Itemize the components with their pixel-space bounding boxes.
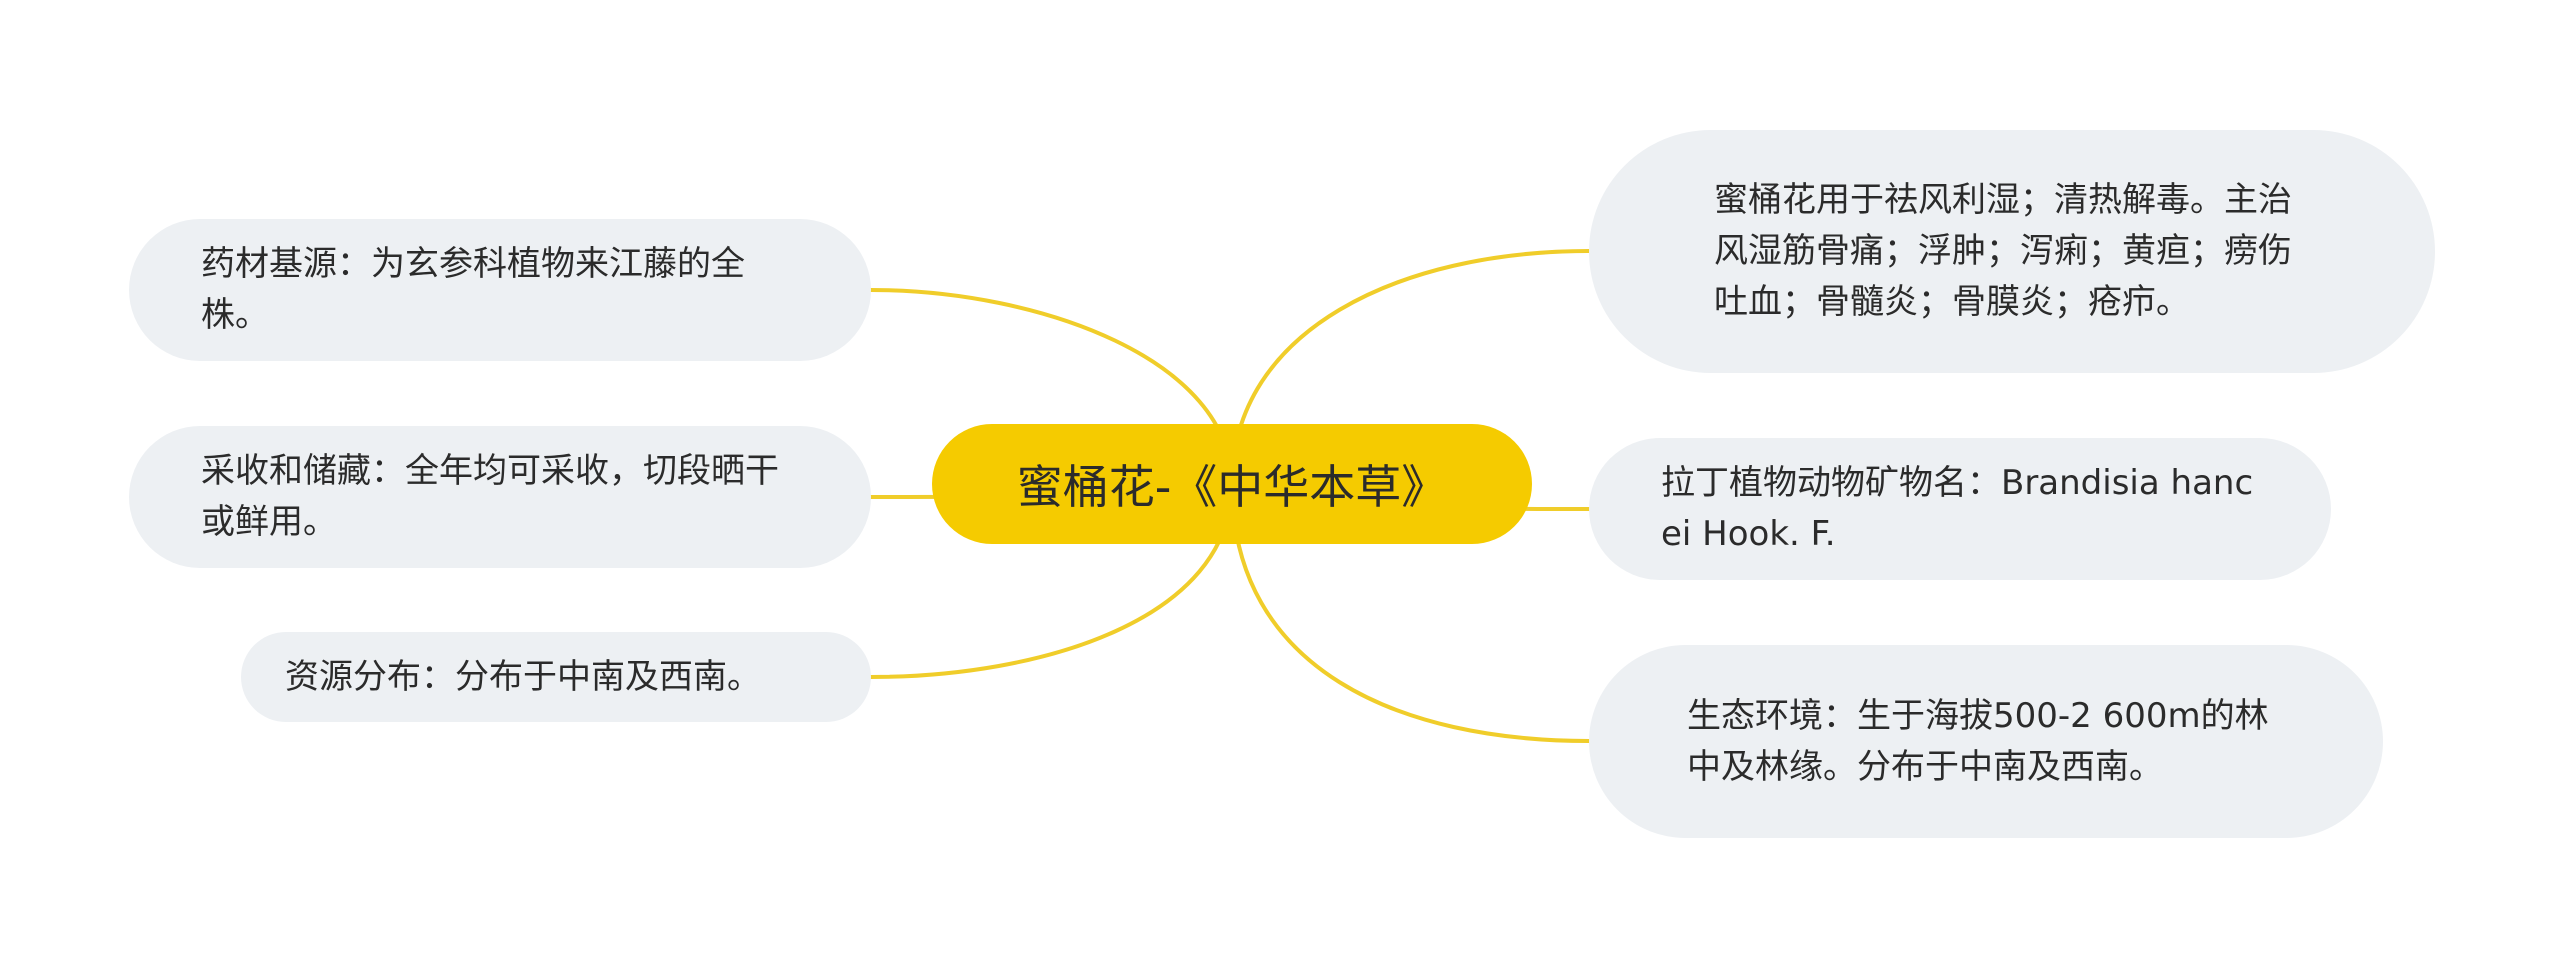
topic-label: 拉丁植物动物矿物名：Brandisia hancei Hook. F. — [1661, 463, 2254, 554]
topic-uses-indications[interactable]: 蜜桶花用于祛风利湿；清热解毒。主治风湿筋骨痛；浮肿；泻痢；黄疸；痨伤吐血；骨髓炎… — [1589, 130, 2435, 373]
topic-label: 生态环境：生于海拔500-2 600m的林中及林缘。分布于中南及西南。 — [1687, 695, 2269, 787]
topic-resource-distribution[interactable]: 资源分布：分布于中南及西南。 — [241, 632, 871, 722]
topic-label: 药材基源：为玄参科植物来江藤的全株。 — [201, 244, 745, 335]
topic-label: 采收和储藏：全年均可采收，切段晒干或鲜用。 — [201, 451, 779, 542]
central-topic[interactable]: 蜜桶花-《中华本草》 — [932, 424, 1532, 544]
topic-habitat[interactable]: 生态环境：生于海拔500-2 600m的林中及林缘。分布于中南及西南。 — [1589, 645, 2383, 838]
connector-right-3 — [1230, 482, 1591, 743]
topic-label: 蜜桶花用于祛风利湿；清热解毒。主治风湿筋骨痛；浮肿；泻痢；黄疸；痨伤吐血；骨髓炎… — [1714, 180, 2292, 322]
topic-label: 资源分布：分布于中南及西南。 — [285, 656, 761, 697]
topic-latin-name[interactable]: 拉丁植物动物矿物名：Brandisia hancei Hook. F. — [1589, 438, 2331, 580]
topic-harvest-storage[interactable]: 采收和储藏：全年均可采收，切段晒干或鲜用。 — [129, 426, 871, 568]
topic-medicinal-source[interactable]: 药材基源：为玄参科植物来江藤的全株。 — [129, 219, 871, 361]
central-topic-label: 蜜桶花-《中华本草》 — [1016, 460, 1448, 514]
